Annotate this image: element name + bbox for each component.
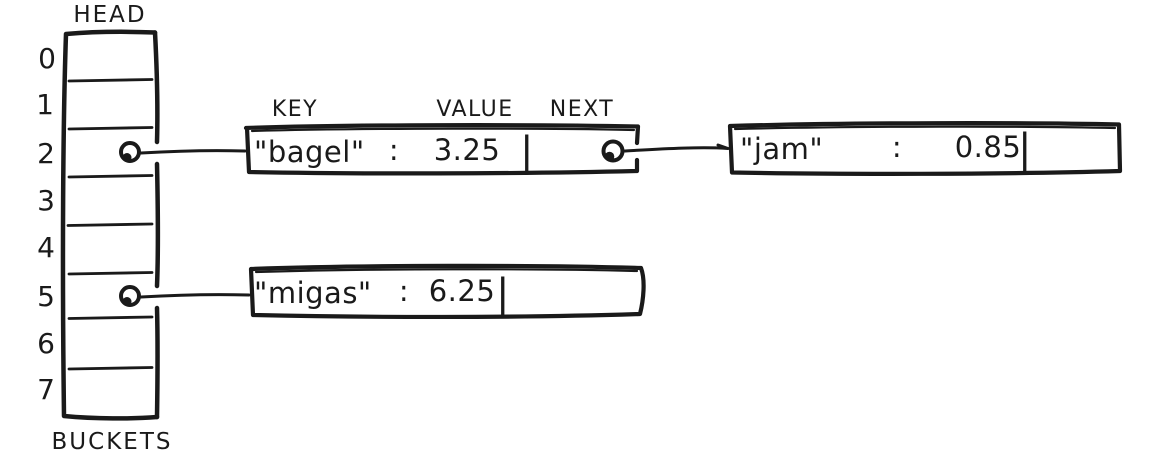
column-label-value: VALUE xyxy=(436,97,513,122)
bucket-index-4: 4 xyxy=(37,231,55,264)
node-bagel-value: 3.25 xyxy=(434,133,501,167)
node-migas-box xyxy=(248,263,646,320)
node-jam-key: "jam" xyxy=(740,132,823,166)
bucket-array: HEAD BUCKETS 0 1 2 3 4 5 6 7 xyxy=(36,2,173,455)
bucket-index-2: 2 xyxy=(37,137,55,170)
bucket-index-1: 1 xyxy=(36,88,54,121)
bucket-index-3: 3 xyxy=(37,184,55,217)
node-bagel-slot-divider: | xyxy=(520,129,533,175)
column-label-key: KEY xyxy=(272,97,318,122)
buckets-label: BUCKETS xyxy=(52,429,173,455)
bucket-5-pointer-icon xyxy=(119,285,141,307)
node-jam-value: 0.85 xyxy=(955,130,1022,164)
node-bagel-colon: : xyxy=(389,133,399,167)
node-jam-slot-divider: | xyxy=(1018,126,1031,172)
node-jam-colon: : xyxy=(892,130,902,164)
bucket-array-right-edge xyxy=(152,30,161,420)
node-jam-box-sketch-stroke xyxy=(733,125,1117,131)
column-label-next: NEXT xyxy=(550,97,614,122)
bucket-index-5: 5 xyxy=(37,280,55,313)
node-jam: "jam" : 0.85 | xyxy=(727,121,1123,176)
pointer-line-bagel-next-to-jam xyxy=(622,143,730,153)
bucket-index-0: 0 xyxy=(38,42,56,75)
bucket-row-dividers xyxy=(66,78,154,371)
bucket-index-7: 7 xyxy=(37,373,55,406)
node-migas-slot-divider: | xyxy=(496,271,509,317)
node-migas-colon: : xyxy=(399,274,409,308)
pointer-line-bucket2-to-bagel xyxy=(139,149,247,155)
node-bagel-box-sketch-stroke xyxy=(250,127,636,133)
bucket-2-pointer-icon xyxy=(119,141,141,163)
node-migas: "migas" : 6.25 | xyxy=(248,263,646,320)
node-migas-box-sketch-stroke xyxy=(254,268,639,274)
pointer-line-bucket5-to-migas xyxy=(139,293,251,299)
node-migas-value: 6.25 xyxy=(429,274,496,308)
node-migas-key: "migas" xyxy=(254,276,372,310)
bucket-index-6: 6 xyxy=(37,327,55,360)
bagel-next-pointer-icon xyxy=(601,139,625,163)
node-jam-box xyxy=(727,121,1123,176)
bucket-array-frame xyxy=(60,29,160,421)
node-bagel-key: "bagel" xyxy=(254,135,365,169)
node-bagel: "bagel" : 3.25 | xyxy=(243,123,641,176)
head-label: HEAD xyxy=(73,2,146,28)
node-bagel-box xyxy=(243,123,641,176)
